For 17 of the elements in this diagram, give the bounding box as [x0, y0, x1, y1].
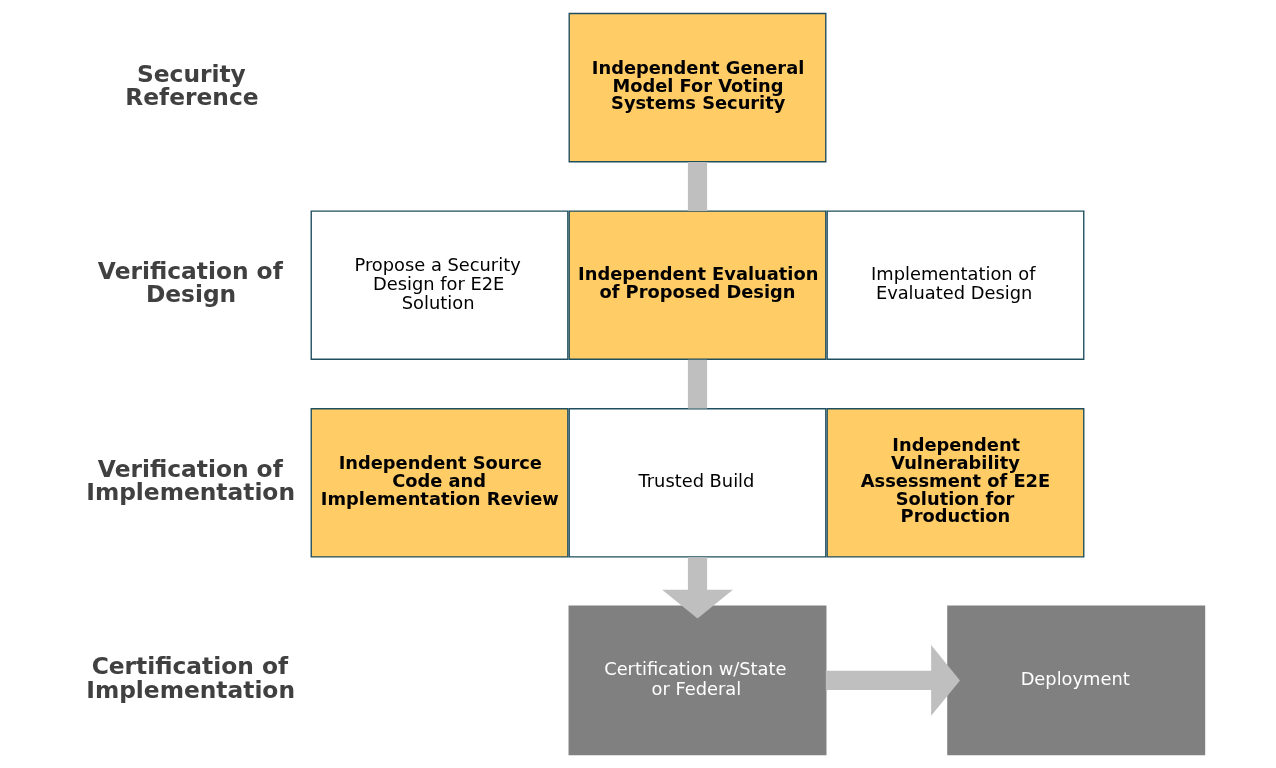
arrow: [661, 557, 733, 619]
label: Security Reference: [124, 59, 259, 110]
node-box: Independent General Model For Voting Systems Security: [568, 12, 826, 163]
label: Certification of Implementation: [85, 652, 295, 703]
node-box: Deployment: [946, 605, 1205, 756]
node-box: Certification w/State or Federal: [568, 605, 826, 756]
arrow: [825, 645, 960, 716]
connector: [687, 359, 707, 409]
label: Verification of Design: [97, 257, 283, 308]
node-box: Independent Source Code and Implementation Review: [310, 408, 568, 558]
connector: [687, 162, 707, 211]
node-box: Implementation of Evaluated Design: [826, 210, 1084, 360]
node-box: Propose a Security Design for E2E Solution: [310, 210, 568, 360]
label: Verification of Implementation: [85, 454, 295, 506]
node-box: Independent Vulnerability Assessment of E2E Solution for Production: [826, 408, 1084, 558]
node-box: Trusted Build: [568, 408, 826, 558]
node-box: Independent Evaluation of Proposed Design: [568, 210, 826, 360]
